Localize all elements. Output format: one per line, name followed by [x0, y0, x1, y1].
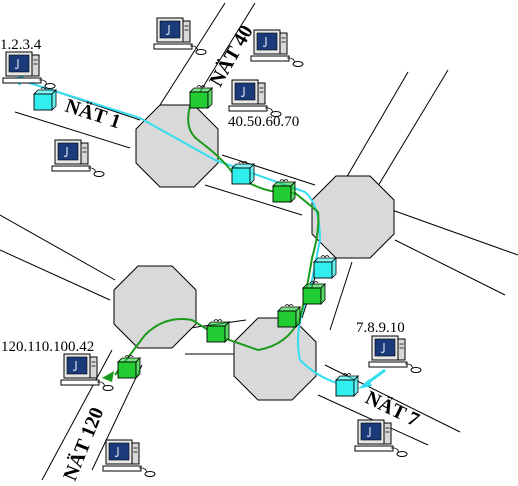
packet-icon — [206, 319, 230, 343]
address-dest: 7.8.9.10 — [356, 320, 405, 336]
packet-icon — [302, 281, 326, 305]
computer-icon — [102, 439, 156, 477]
router-4 — [233, 317, 317, 401]
route-green — [114, 99, 320, 376]
route-arrow-other — [102, 371, 114, 382]
packet-icon — [272, 179, 296, 203]
computer-icon — [60, 353, 114, 391]
packet-icon — [277, 304, 301, 328]
router-3 — [113, 265, 197, 349]
address-router: 40.50.60.70 — [228, 114, 299, 130]
packet-icon — [33, 87, 57, 111]
packet-icon — [335, 373, 359, 397]
cable-r2-r4-right — [329, 261, 353, 331]
packet-icon — [117, 355, 141, 379]
cable-right-2 — [394, 239, 506, 296]
address-other: 120.110.100.42 — [1, 339, 94, 355]
cable-nat40-left — [159, 2, 226, 106]
computer-icon — [153, 17, 207, 55]
routers — [113, 104, 395, 401]
router-2 — [311, 175, 395, 259]
cable-nat120-right — [91, 364, 143, 471]
address-labels: 1.2.3.4 40.50.60.70 7.8.9.10 120.110.100… — [0, 37, 405, 355]
cable-upper-right-2 — [377, 69, 449, 187]
cable-nat120-left — [41, 349, 113, 481]
cable-upper-right-1 — [344, 71, 409, 181]
route-arrow-dest — [358, 379, 372, 389]
network-label-nat120: NÄT 120 — [58, 404, 108, 484]
computer-icon — [368, 335, 422, 373]
cable-left-1 — [0, 214, 116, 281]
cable-left-2 — [0, 249, 111, 301]
routes — [12, 76, 386, 389]
computer-icon — [228, 79, 282, 117]
computer-icon — [51, 139, 105, 177]
cable-right-1 — [391, 209, 518, 256]
cable-r1-r2-top — [221, 154, 316, 186]
computer-icon — [354, 419, 408, 457]
computer-icon — [250, 29, 304, 67]
computer-icon — [2, 51, 56, 89]
cable-r1-r2-bottom — [204, 184, 303, 216]
cable-nat1-bottom — [14, 111, 131, 149]
router-1 — [135, 104, 219, 188]
packet-icon — [231, 161, 255, 185]
packet-icon — [189, 85, 213, 109]
packet-icon — [313, 255, 337, 279]
network-label-nat1: NÄT 1 — [62, 94, 123, 133]
address-source: 1.2.3.4 — [0, 37, 42, 53]
